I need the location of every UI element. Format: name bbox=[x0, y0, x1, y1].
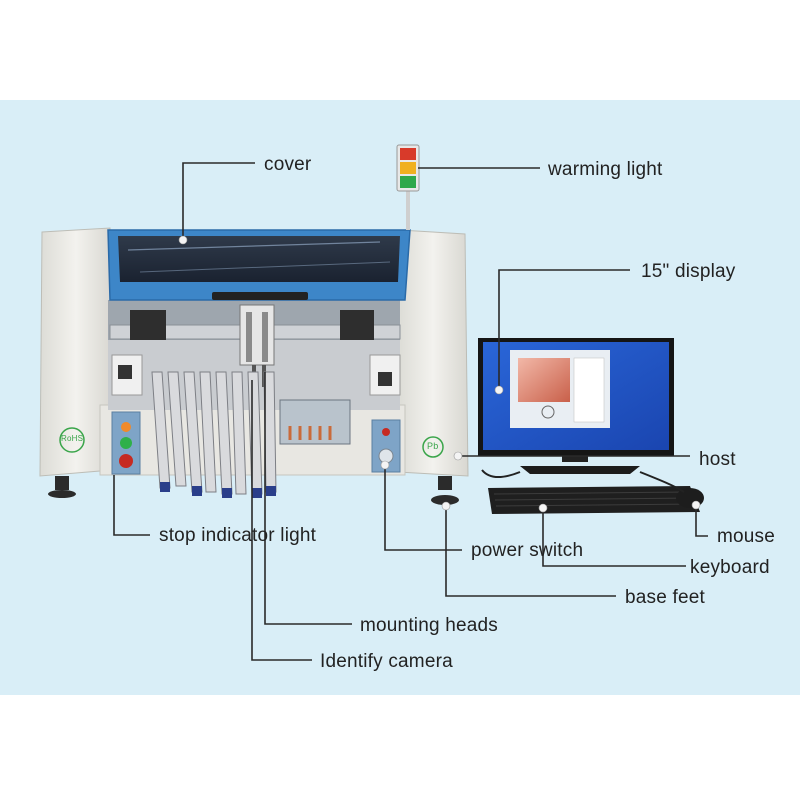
rohs-badge: RoHS bbox=[61, 434, 84, 443]
leader-lines bbox=[113, 162, 708, 661]
leader-mounting-heads bbox=[264, 372, 352, 625]
machine bbox=[39, 144, 469, 505]
leader-identify-camera bbox=[251, 380, 312, 661]
monitor bbox=[478, 338, 674, 474]
label-keyboard: keyboard bbox=[690, 557, 770, 578]
leader-mouse bbox=[695, 505, 708, 537]
label-cover: cover bbox=[264, 154, 312, 175]
label-power-switch: power switch bbox=[471, 540, 584, 561]
keyboard-illustration bbox=[488, 486, 700, 514]
label-base-feet: base feet bbox=[625, 587, 705, 608]
leader-dots bbox=[178, 235, 701, 513]
leader-base-feet bbox=[445, 506, 616, 597]
leader-keyboard bbox=[542, 508, 686, 567]
label-mouse: mouse bbox=[717, 526, 776, 547]
label-mounting-heads: mounting heads bbox=[360, 615, 499, 636]
label-stop-indicator-light: stop indicator light bbox=[159, 525, 317, 546]
pb-badge: Pb bbox=[427, 441, 439, 451]
leader-stop-indicator bbox=[113, 475, 150, 536]
label-host: host bbox=[699, 449, 736, 470]
label-display: 15" display bbox=[641, 261, 736, 282]
label-identify-camera: Identify camera bbox=[320, 651, 453, 672]
leader-cover bbox=[182, 162, 255, 238]
label-warming-light: warming light bbox=[548, 159, 663, 180]
leader-display bbox=[498, 269, 630, 390]
leader-power-switch bbox=[384, 465, 462, 551]
